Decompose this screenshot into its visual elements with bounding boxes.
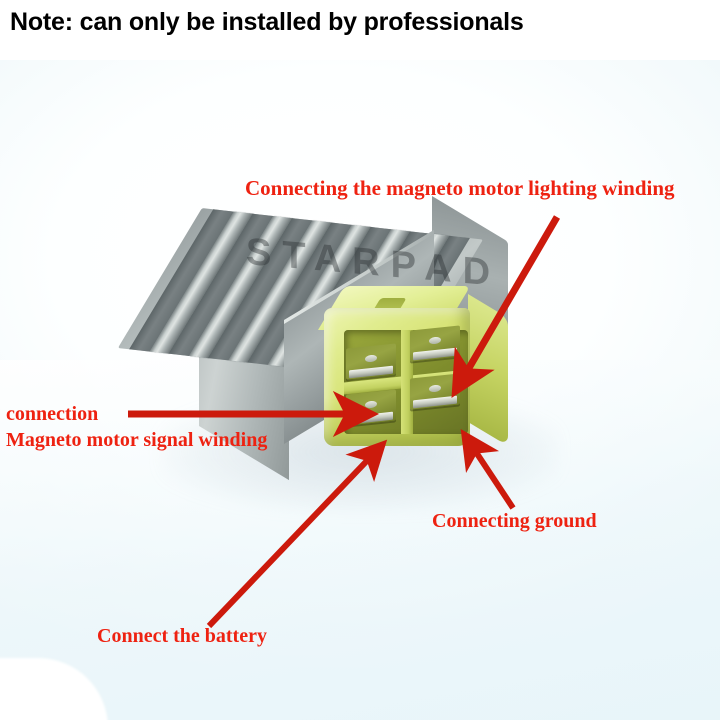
- terminal-hole: [365, 354, 377, 363]
- terminal-pin-signal-winding: [346, 343, 396, 380]
- label-lighting-winding: Connecting the magneto motor lighting wi…: [245, 176, 675, 200]
- terminal-pin-lighting-winding: [410, 325, 460, 362]
- terminal-hole: [429, 384, 441, 393]
- connector-right-face: [468, 294, 508, 447]
- label-signal-winding-line1: connection: [6, 403, 99, 425]
- note-text: Note: can only be installed by professio…: [10, 8, 524, 36]
- terminal-pin-ground: [410, 373, 460, 410]
- terminal-hole: [429, 336, 441, 345]
- label-battery: Connect the battery: [97, 625, 267, 647]
- note-bar: Note: can only be installed by professio…: [0, 0, 720, 58]
- terminal-hole: [365, 400, 377, 409]
- terminal-pin-battery: [346, 389, 396, 426]
- label-ground: Connecting ground: [432, 510, 597, 532]
- label-signal-winding-line2: Magneto motor signal winding: [6, 429, 268, 451]
